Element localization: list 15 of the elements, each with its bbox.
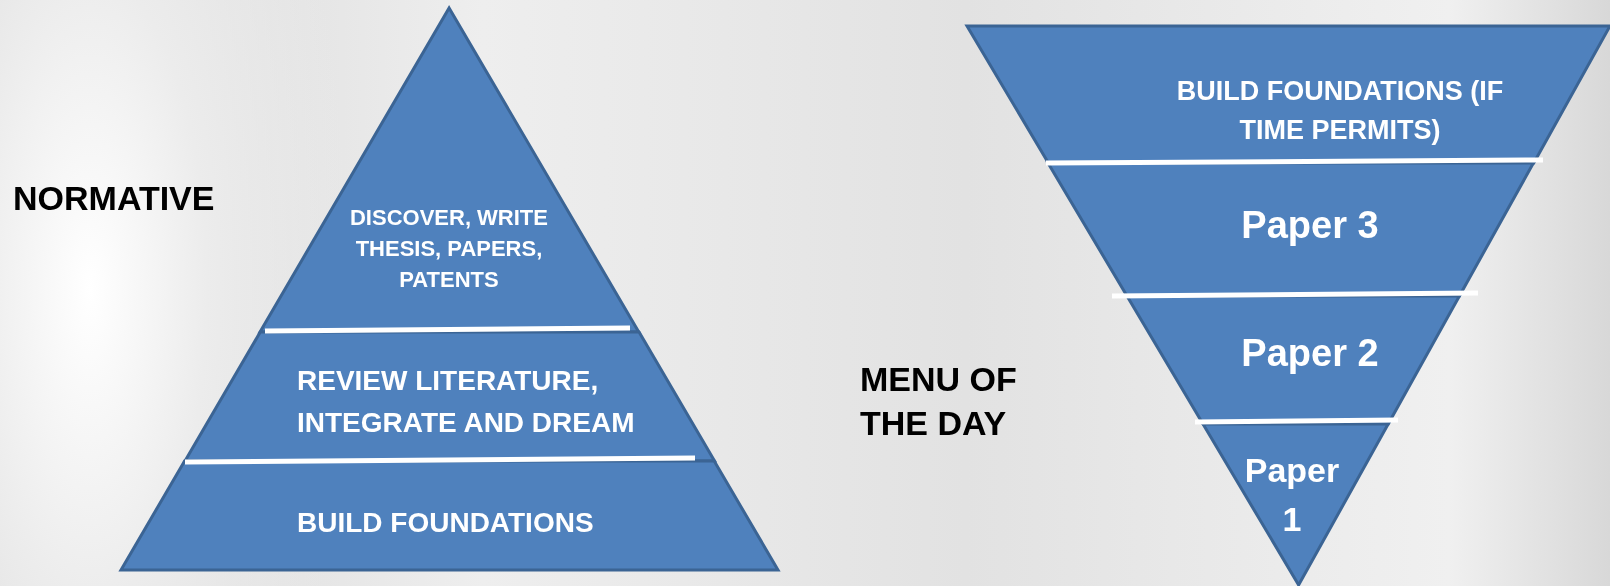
pyramid-band	[967, 26, 1610, 163]
band-text: Paper 1	[1243, 450, 1341, 541]
pyramid-band	[121, 461, 778, 570]
pyramid-band	[259, 8, 639, 332]
pyramid-band	[1203, 424, 1389, 585]
band-text: DISCOVER, WRITE THESIS, PAPERS, PATENTS	[348, 204, 549, 294]
band-text: Paper 3	[1240, 203, 1380, 248]
pyramid-band	[184, 332, 715, 461]
pyramid-band	[1048, 163, 1534, 296]
side-label: MENU OF THE DAY	[860, 359, 1018, 445]
band-text: BUILD FOUNDATIONS (IF TIME PERMITS)	[1175, 75, 1505, 148]
band-text: Paper 2	[1240, 331, 1380, 376]
side-label: NORMATIVE	[13, 178, 216, 219]
band-text: REVIEW LITERATURE, INTEGRATE AND DREAM	[297, 364, 636, 440]
band-text: BUILD FOUNDATIONS	[297, 506, 595, 540]
